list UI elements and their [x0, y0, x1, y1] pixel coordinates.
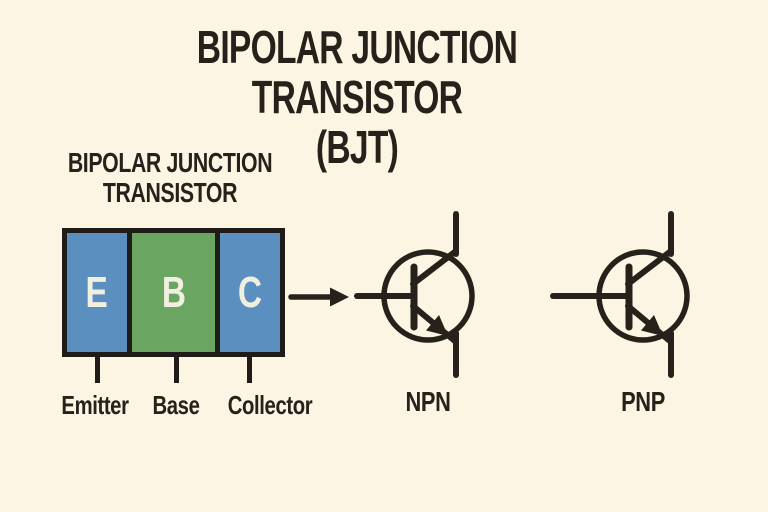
block-diagram-heading-line2: TRANSISTOR — [102, 177, 238, 208]
pnp-emitter-diagonal — [625, 303, 674, 345]
npn-label: NPN — [405, 386, 451, 417]
base-label: Base — [152, 390, 200, 420]
emitter-region-letter: E — [85, 267, 109, 317]
npn-emitter-diagonal — [410, 303, 459, 345]
npn-emitter-arrowhead — [426, 315, 448, 336]
block-diagram-heading-line1: BIPOLAR JUNCTION — [67, 147, 273, 178]
npn-collector-diagonal — [410, 248, 459, 287]
pnp-transistor-symbol — [550, 211, 690, 378]
collector-lead-line — [247, 356, 252, 383]
base-region-letter: B — [161, 267, 186, 317]
pnp-label: PNP — [621, 386, 665, 417]
emitter-label: Emitter — [61, 390, 129, 420]
block-diagram-heading: BIPOLAR JUNCTION TRANSISTOR — [30, 148, 310, 208]
page-title-line2: (BJT) — [315, 121, 399, 173]
emitter-region: E — [67, 233, 127, 352]
pnp-emitter-arrowhead — [641, 315, 663, 336]
base-region: B — [132, 233, 215, 352]
collector-label: Collector — [227, 390, 313, 420]
arrow-right-icon — [288, 287, 349, 307]
emitter-lead-line — [95, 356, 100, 383]
page-title-line1: BIPOLAR JUNCTION TRANSISTOR — [196, 21, 518, 123]
page-title: BIPOLAR JUNCTION TRANSISTOR (BJT) — [0, 22, 714, 172]
pnp-collector-diagonal — [625, 248, 674, 287]
base-lead-line — [174, 356, 179, 383]
ebc-block-diagram: E B C — [62, 228, 285, 357]
collector-region: C — [220, 233, 280, 352]
npn-transistor-symbol — [354, 211, 475, 378]
collector-region-letter: C — [237, 267, 263, 317]
npn-circle — [381, 249, 475, 343]
arrow-head — [330, 287, 349, 307]
pnp-circle — [596, 249, 690, 343]
